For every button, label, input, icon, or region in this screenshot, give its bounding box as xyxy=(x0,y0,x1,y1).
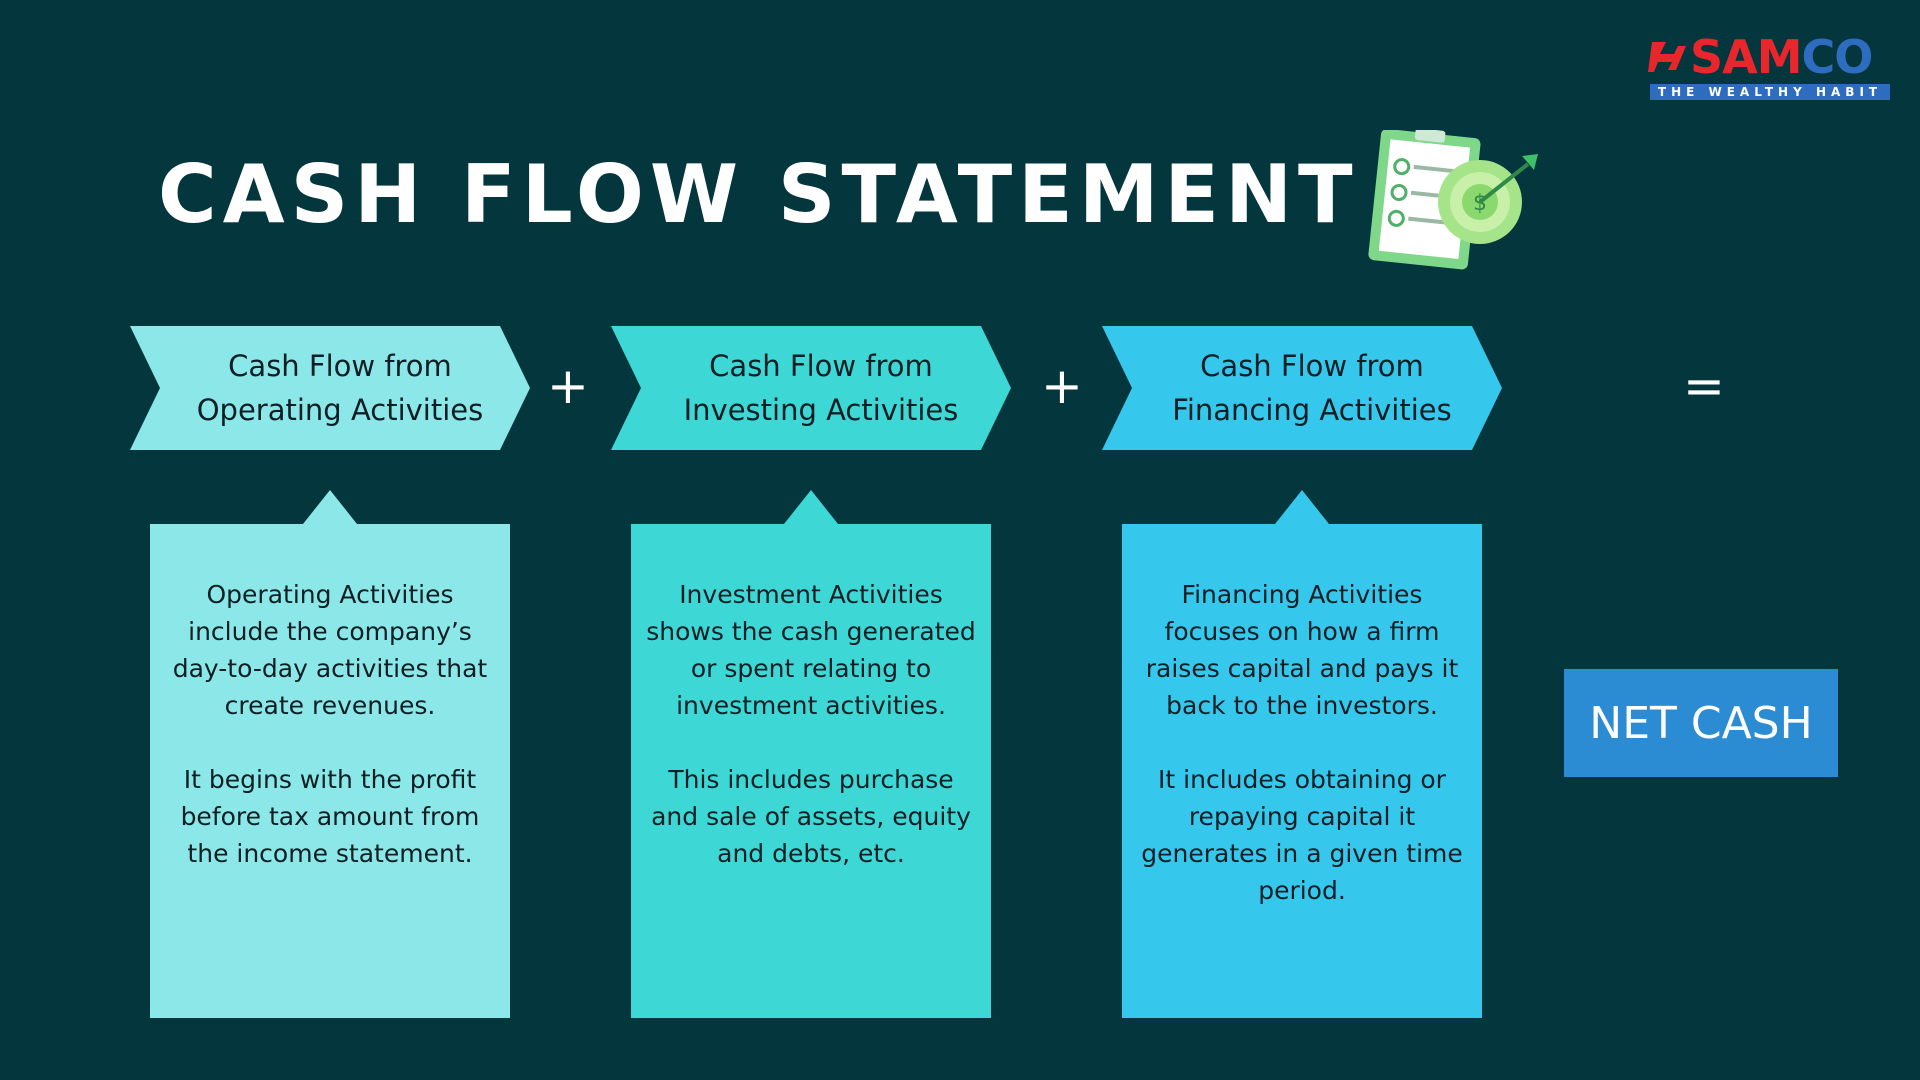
plus-sign: + xyxy=(1041,357,1083,415)
logo-brand-red: SAM xyxy=(1690,30,1803,84)
net-cash-box: NET CASH xyxy=(1564,669,1838,777)
financing-heading-line2: Financing Activities xyxy=(1172,393,1452,427)
page-title: CASH FLOW STATEMENT xyxy=(158,148,1359,241)
operating-description-para1: Operating Activities include the company… xyxy=(172,580,488,720)
investing-heading-line1: Cash Flow from xyxy=(709,349,933,383)
operating-heading-line2: Operating Activities xyxy=(196,393,484,427)
svg-text:$: $ xyxy=(1473,191,1487,216)
plus-sign: + xyxy=(547,357,589,415)
financing-description-para2: It includes obtaining or repaying capita… xyxy=(1141,765,1463,905)
samco-mark-icon xyxy=(1648,42,1686,72)
operating-heading-line1: Cash Flow from xyxy=(228,349,452,383)
financing-heading-line1: Cash Flow from xyxy=(1200,349,1424,383)
operating-description-para2: It begins with the profit before tax amo… xyxy=(180,765,480,868)
financing-description-para1: Financing Activities focuses on how a fi… xyxy=(1145,580,1459,720)
investing-activities-chevron: Cash Flow from Investing Activities xyxy=(611,326,1011,450)
operating-description-box: Operating Activities include the company… xyxy=(150,524,510,1018)
checklist-target-icon: $ xyxy=(1368,130,1538,270)
equals-sign: = xyxy=(1683,357,1725,415)
investing-description-para1: Investment Activities shows the cash gen… xyxy=(646,580,976,720)
investing-heading-line2: Investing Activities xyxy=(683,393,959,427)
logo-brand-blue: CO xyxy=(1801,30,1874,84)
financing-activities-chevron: Cash Flow from Financing Activities xyxy=(1102,326,1502,450)
investing-description-para2: This includes purchase and sale of asset… xyxy=(651,765,971,868)
financing-description-box: Financing Activities focuses on how a fi… xyxy=(1122,524,1482,1018)
logo-tagline: THE WEALTHY HABIT xyxy=(1650,84,1890,100)
investing-description-box: Investment Activities shows the cash gen… xyxy=(631,524,991,1018)
operating-activities-chevron: Cash Flow from Operating Activities xyxy=(130,326,530,450)
